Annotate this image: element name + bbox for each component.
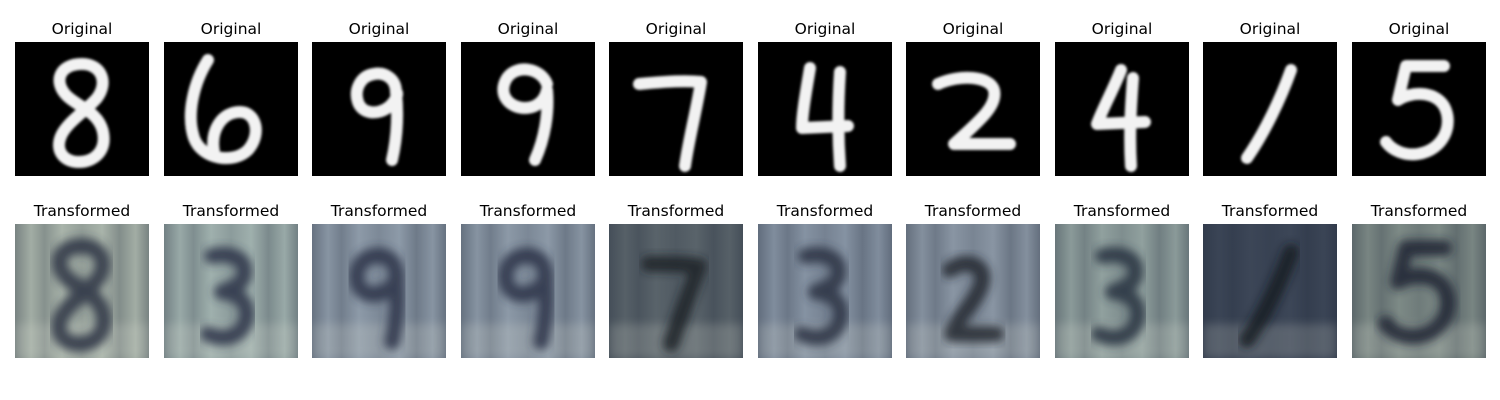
- transformed-digit-stroke: [51, 238, 112, 352]
- transformed-title-2: Transformed: [182, 202, 280, 220]
- digit-svg-9: [1203, 42, 1337, 176]
- image-background: [1055, 42, 1189, 176]
- transformed-title-9: Transformed: [1221, 202, 1319, 220]
- transformed-title-6: Transformed: [776, 202, 874, 220]
- original-image-9: [1203, 42, 1337, 176]
- transformed-digit-stroke: [200, 246, 255, 346]
- original-title-5: Original: [645, 20, 707, 38]
- original-title-4: Original: [497, 20, 559, 38]
- transformed-image-1: [15, 224, 149, 358]
- transformed-digit-stroke: [942, 255, 1004, 342]
- transformed-digit-svg-7: [906, 224, 1040, 358]
- image-haze: [461, 324, 595, 358]
- transformed-digit-stroke: [1378, 240, 1456, 345]
- original-title-1: Original: [51, 20, 113, 38]
- digit-svg-3: [312, 42, 446, 176]
- transformed-image-3: [312, 224, 446, 358]
- original-image-10: [1352, 42, 1486, 176]
- original-title-8: Original: [1091, 20, 1153, 38]
- digit-svg-1: [15, 42, 149, 176]
- digit-svg-5: [609, 42, 743, 176]
- transformed-digit-svg-8: [1055, 224, 1189, 358]
- digit-stroke: [350, 67, 404, 166]
- transformed-digit-stroke: [497, 247, 555, 350]
- transformed-image-9: [1203, 224, 1337, 358]
- transformed-digit-svg-10: [1352, 224, 1486, 358]
- original-title-9: Original: [1239, 20, 1301, 38]
- original-image-4: [461, 42, 595, 176]
- transformed-title-1: Transformed: [33, 202, 131, 220]
- transformed-title-5: Transformed: [627, 202, 725, 220]
- transformed-digit-svg-6: [758, 224, 892, 358]
- digit-svg-10: [1352, 42, 1486, 176]
- original-image-6: [758, 42, 892, 176]
- digit-stroke: [1380, 60, 1454, 161]
- transformed-image-5: [609, 224, 743, 358]
- transformed-title-4: Transformed: [479, 202, 577, 220]
- image-background: [609, 42, 743, 176]
- transformed-title-7: Transformed: [924, 202, 1022, 220]
- original-image-1: [15, 42, 149, 176]
- digit-svg-8: [1055, 42, 1189, 176]
- digit-stroke: [633, 75, 707, 172]
- digit-svg-6: [758, 42, 892, 176]
- transformed-image-4: [461, 224, 595, 358]
- digit-stroke: [1091, 64, 1151, 172]
- digit-stroke: [53, 58, 110, 168]
- original-title-6: Original: [794, 20, 856, 38]
- transformed-title-10: Transformed: [1370, 202, 1468, 220]
- transformed-digit-stroke: [1239, 244, 1299, 348]
- transformed-digit-stroke: [794, 246, 849, 346]
- original-title-10: Original: [1388, 20, 1450, 38]
- original-image-7: [906, 42, 1040, 176]
- original-title-2: Original: [200, 20, 262, 38]
- digit-stroke: [497, 63, 554, 166]
- transformed-digit-stroke: [641, 256, 707, 352]
- original-image-8: [1055, 42, 1189, 176]
- digit-svg-7: [906, 42, 1040, 176]
- transformed-image-10: [1352, 224, 1486, 358]
- digit-stroke: [932, 71, 1016, 150]
- transformed-digit-stroke: [1091, 246, 1146, 346]
- image-background: [758, 42, 892, 176]
- transformed-title-3: Transformed: [330, 202, 428, 220]
- transformed-digit-stroke: [348, 247, 406, 350]
- image-haze: [312, 324, 446, 358]
- original-image-5: [609, 42, 743, 176]
- digit-stroke: [796, 62, 854, 172]
- transformed-image-8: [1055, 224, 1189, 358]
- original-title-3: Original: [348, 20, 410, 38]
- transformed-digit-svg-1: [15, 224, 149, 358]
- transformed-digit-svg-9: [1203, 224, 1337, 358]
- image-haze: [1203, 324, 1337, 358]
- image-background: [906, 42, 1040, 176]
- digit-stroke: [184, 54, 262, 164]
- digit-stroke: [1241, 64, 1297, 164]
- digit-svg-2: [164, 42, 298, 176]
- original-image-3: [312, 42, 446, 176]
- transformed-digit-svg-2: [164, 224, 298, 358]
- transformed-digit-svg-5: [609, 224, 743, 358]
- transformed-digit-svg-3: [312, 224, 446, 358]
- transformed-image-2: [164, 224, 298, 358]
- transformed-title-8: Transformed: [1073, 202, 1171, 220]
- digit-svg-4: [461, 42, 595, 176]
- original-image-2: [164, 42, 298, 176]
- transformed-image-7: [906, 224, 1040, 358]
- transformed-image-6: [758, 224, 892, 358]
- original-title-7: Original: [942, 20, 1004, 38]
- transformed-digit-svg-4: [461, 224, 595, 358]
